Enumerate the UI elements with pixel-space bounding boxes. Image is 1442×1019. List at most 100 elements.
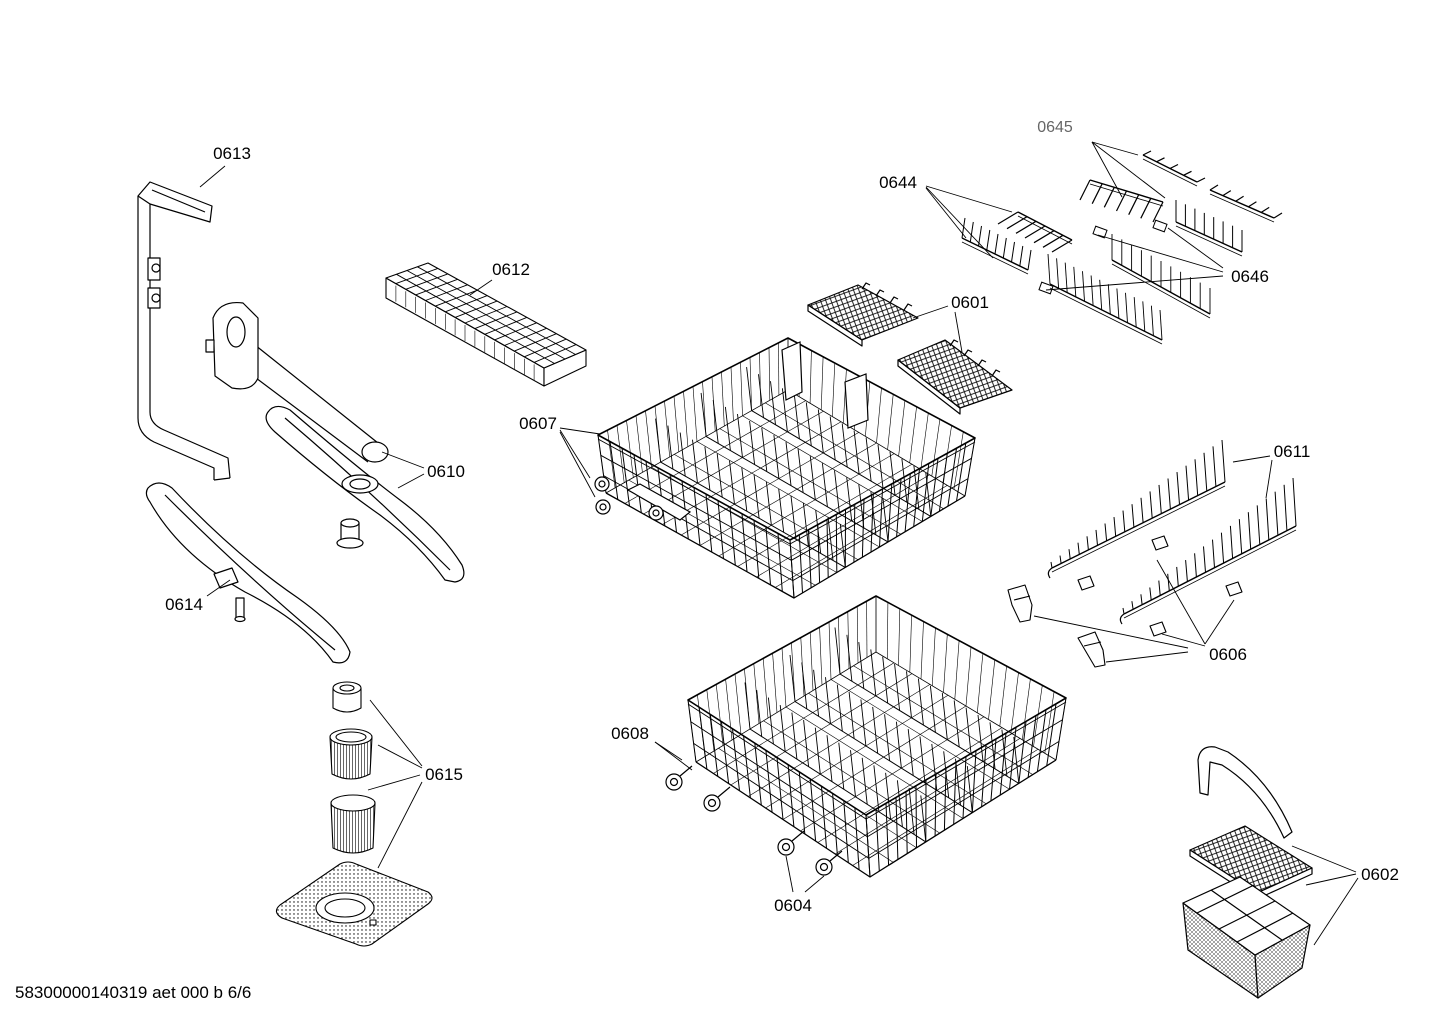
basket-top-rim-inner [597, 438, 976, 545]
basket-back-wire [749, 357, 752, 411]
tine-racks-0645 [1079, 150, 1283, 257]
comb-tine [1027, 249, 1032, 271]
basket-tine [781, 388, 788, 432]
cutlery-basket-handle [1197, 746, 1293, 839]
comb-tine [1073, 266, 1077, 297]
basket-tine [908, 787, 915, 835]
comb-tine [1167, 478, 1171, 510]
basket-tine [813, 669, 820, 717]
basket-back-wire [1010, 672, 1019, 734]
comb-tine [1221, 439, 1226, 483]
basket-front-wire [633, 454, 642, 513]
cutlery-basket-rim [1182, 876, 1311, 956]
basket-back-wire [715, 684, 724, 746]
holder-clip-detail [1083, 641, 1102, 647]
basket-tine [836, 684, 843, 732]
basket-floor-wire [800, 716, 985, 832]
basket-tine [797, 449, 804, 493]
leader-0606 [1204, 599, 1235, 645]
comb-tine [1274, 491, 1279, 536]
wheel-hub [669, 777, 679, 787]
basket-tine-rail [751, 410, 932, 517]
basket-tine [749, 420, 756, 465]
comb-tine [1203, 546, 1206, 573]
basket-back-wire [828, 621, 832, 680]
comb-tine [1158, 484, 1162, 514]
comb-tine [1103, 187, 1115, 208]
basket-front-wire [1009, 727, 1017, 790]
comb-tine [1113, 517, 1117, 537]
basket-front-wire [990, 738, 997, 802]
comb-tine [1167, 573, 1170, 591]
basket-tine [941, 693, 948, 740]
basket-back-wire [909, 406, 917, 463]
basket-back-wire [607, 430, 616, 488]
leader-0606 [1033, 615, 1189, 649]
comb-tine [1220, 532, 1225, 564]
basket-tine [839, 523, 846, 568]
fold-down-grids [807, 282, 1013, 415]
basket-tine [802, 502, 809, 547]
basket-back-wire [999, 666, 1007, 727]
basket-tine [861, 757, 868, 805]
basket-tine [860, 699, 867, 747]
spray-arm-hub [213, 567, 239, 589]
basket-tine [917, 678, 924, 726]
basket-back-wire [931, 419, 941, 477]
comb-tine [1265, 498, 1270, 540]
basket-tine [809, 456, 816, 500]
basket-back-wire [616, 425, 625, 483]
comb-tine [1050, 561, 1053, 569]
basket-back-wire [645, 410, 652, 468]
basket-top-rim-inner [687, 701, 1067, 820]
basket-back-wire [809, 632, 814, 691]
basket-front-wire [1055, 697, 1067, 761]
basket-front-wire [798, 534, 803, 593]
basket-floor-wire [681, 432, 859, 536]
basket-front-wire [754, 743, 762, 806]
comb-tine [1212, 539, 1215, 568]
spray-arm-connector-end [234, 615, 246, 623]
comb-tine [1149, 491, 1153, 519]
basket-front-wire [964, 437, 976, 497]
basket-front-wire [798, 771, 806, 834]
basket-front-wire [947, 448, 957, 507]
callout-labels: 0613 0612 0645 0644 0646 0601 0607 0610 … [165, 119, 1399, 915]
basket-back-wire [832, 362, 836, 417]
basket-horizontal-wire [693, 741, 1060, 859]
comb-tine [1238, 519, 1243, 554]
strip-end-curl [1119, 613, 1125, 625]
holder-clip [1077, 631, 1106, 668]
basket-front-wire [720, 721, 730, 784]
basket-front-wire [741, 513, 748, 572]
basket-back-wire [753, 663, 760, 724]
leader-0608 [654, 741, 693, 771]
basket-front-wire [821, 786, 827, 849]
basket-front-wire [913, 468, 920, 527]
comb-tine [1185, 465, 1190, 501]
basket-tine [821, 463, 828, 507]
spray-arm-connector-top [340, 518, 360, 528]
tray-grid-bar [417, 266, 576, 355]
comb-tine [1185, 560, 1188, 582]
tray-grid-bar [396, 273, 555, 364]
comb-tine [1283, 484, 1288, 531]
comb-tine [1128, 194, 1140, 215]
document-code-footer: 58300000140319 aet 000 b 6/6 [15, 983, 251, 1002]
basket-tine [785, 442, 792, 486]
basket-back-wire [664, 401, 670, 457]
holders-and-clips [1007, 535, 1243, 668]
basket-tine [965, 707, 972, 755]
comb-tine [1133, 297, 1137, 328]
mesh-filter-top [330, 794, 376, 812]
supply-pipe-top-arm-detail [151, 189, 206, 213]
basket-front-wire [698, 707, 708, 770]
leader-0604 [804, 875, 825, 893]
leader-0610 [397, 473, 425, 489]
basket-back-wire [838, 616, 841, 675]
comb-tine [1051, 239, 1073, 253]
basket-front-wire [861, 499, 865, 558]
basket-floor-wire [756, 474, 930, 578]
spray-arm-connector-flange [336, 537, 364, 549]
callout-0607: 0607 [519, 414, 557, 433]
